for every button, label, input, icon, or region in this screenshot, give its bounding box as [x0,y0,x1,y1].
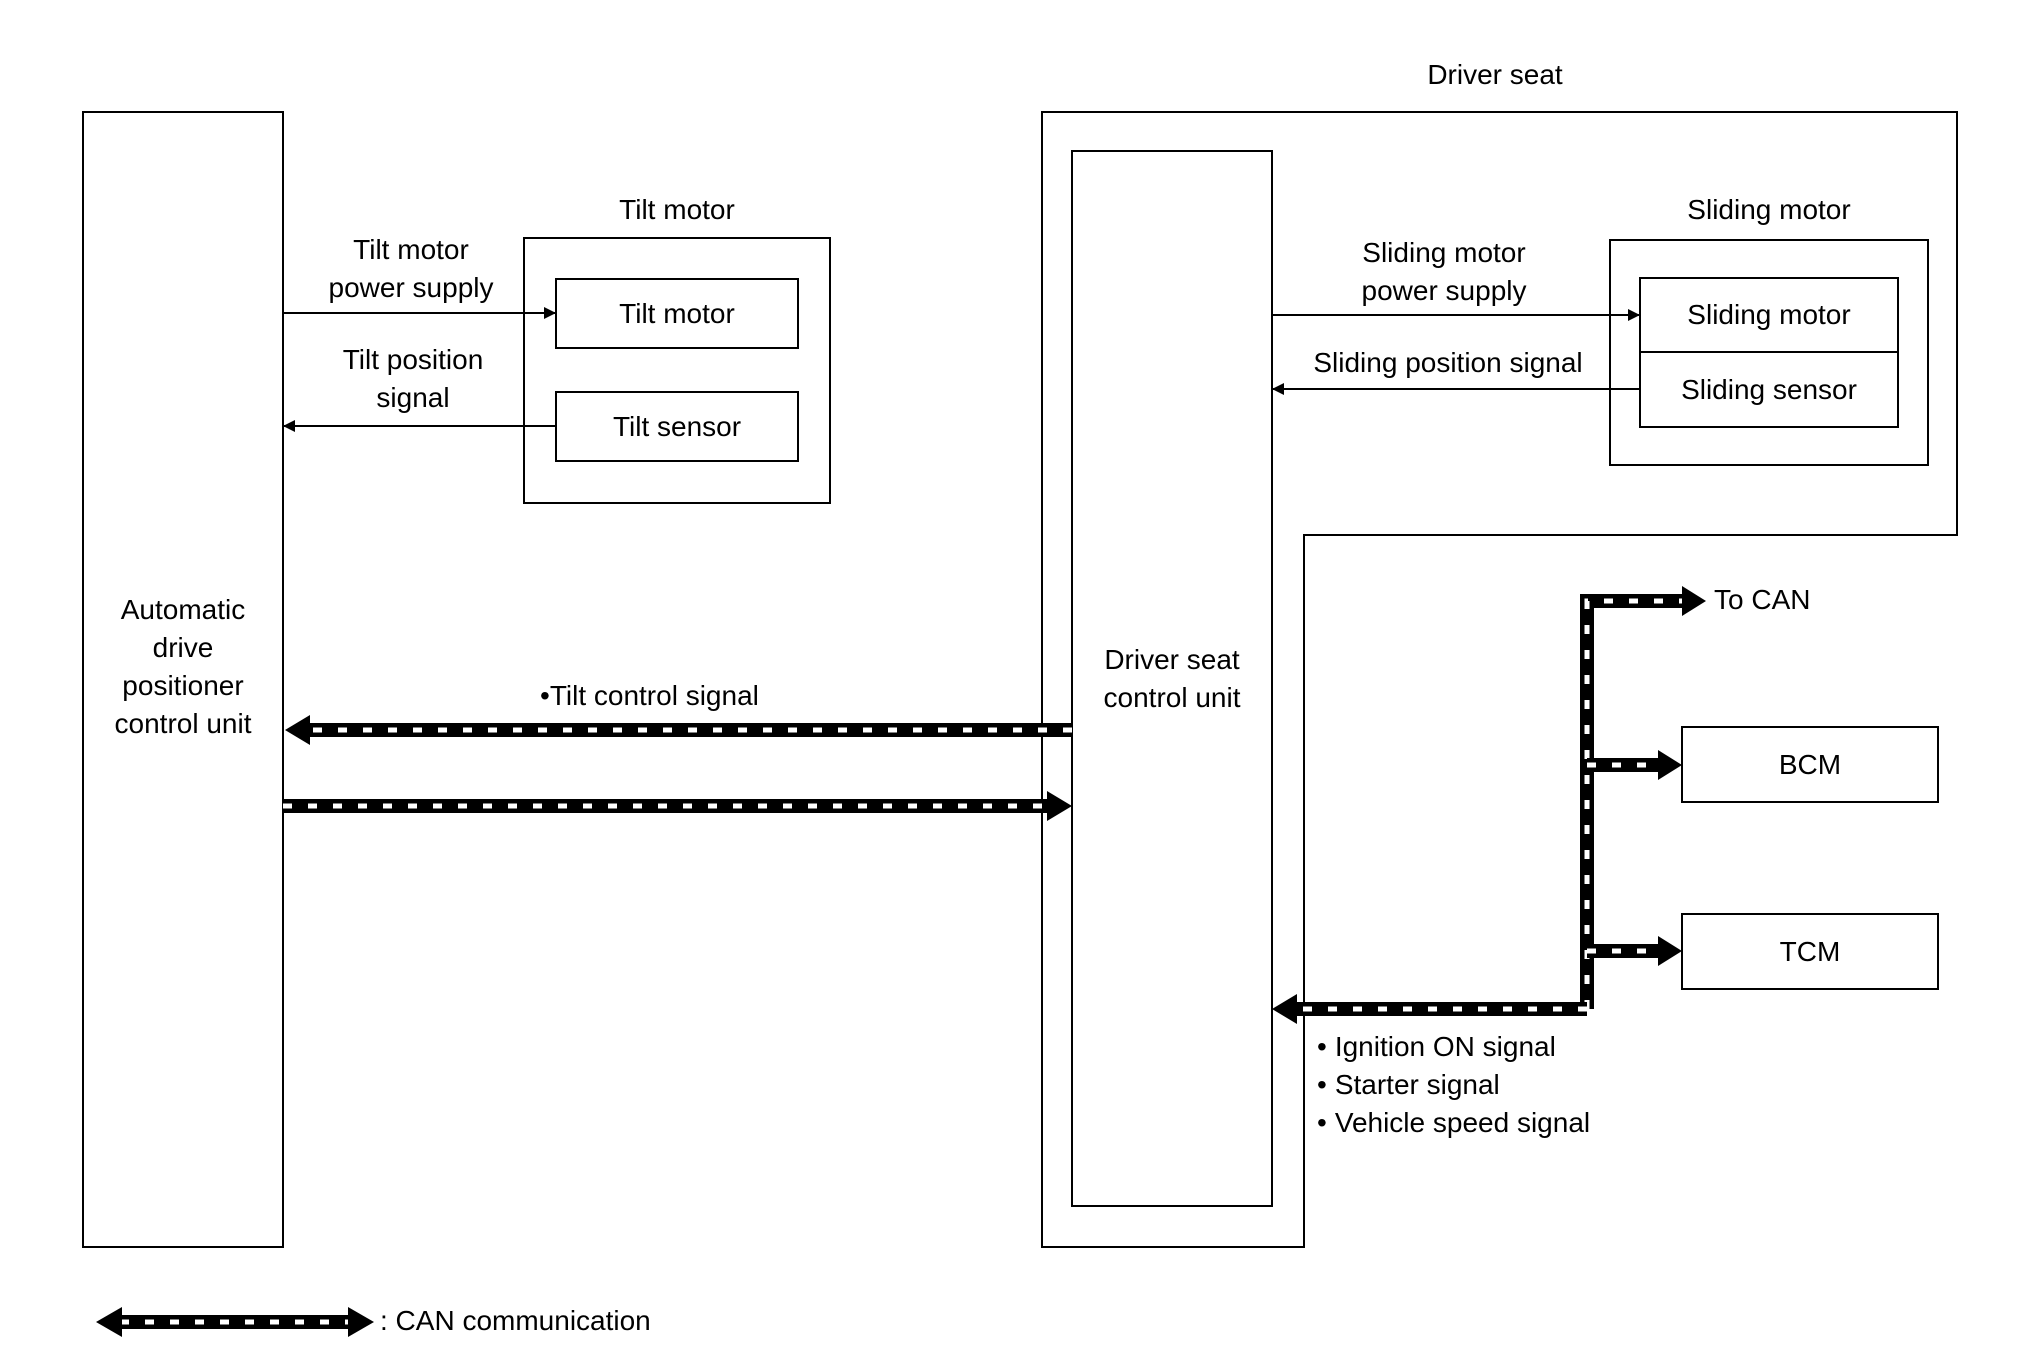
legend-can-symbol [96,1307,374,1337]
can-bcm-branch [1587,750,1682,780]
label-line: power supply [1361,275,1527,306]
sliding-sensor-box-label: Sliding sensor [1681,373,1857,405]
bullet-icon: • [540,680,550,711]
signal-list-item: Starter signal [1317,1066,1590,1104]
tilt-control-signal-text: Tilt control signal [549,680,759,711]
adp-unit-box [82,111,284,1248]
driver-seat-label: Driver seat [1427,59,1563,90]
adp-unit-label-line: positioner [122,670,244,701]
label-line: control unit [1103,682,1241,713]
seat-control-unit-box [1071,150,1273,1207]
signal-list-item: Vehicle speed signal [1317,1104,1590,1142]
adp-unit-label-line: control unit [114,708,252,739]
to-can-label: To CAN [1714,584,1811,615]
sliding-motor-box-label: Sliding motor [1687,299,1851,330]
label-line: Tilt position [342,344,484,375]
sliding-power-supply-label: Sliding motor power supply [1362,234,1527,310]
legend-can-label: : CAN communication [380,1305,651,1336]
label-line: Tilt motor [353,234,469,265]
can-tcm-branch [1587,936,1682,966]
label-line: signal [376,382,450,413]
tilt-control-signal-label: •Tilt control signal [540,677,759,715]
bcm-box [1681,726,1939,803]
label-line: Driver seat [1104,644,1240,675]
can-tilt-control-line [285,715,1072,745]
can-bus-vertical [1580,586,1706,1009]
signal-list-item: Ignition ON signal [1317,1028,1590,1066]
sliding-motor-group-box [1609,239,1929,466]
can-return-line [283,791,1072,821]
tcm-box [1681,913,1939,990]
can-seat-input-line [1272,994,1587,1024]
bcm-label: BCM [1778,748,1842,780]
seat-control-unit-label: Driver seat control unit [1104,641,1241,717]
tcm-label: TCM [1779,935,1841,967]
tilt-motor-box-label: Tilt motor [619,297,735,329]
sliding-motor-group-title: Sliding motor [1687,194,1851,225]
sliding-position-signal-label: Sliding position signal [1313,347,1583,378]
adp-unit-label-line: Automatic [120,594,246,625]
tilt-motor-group-title: Tilt motor [619,194,735,225]
tilt-position-signal-label: Tilt position signal [343,341,484,417]
label-line: power supply [328,272,494,303]
tilt-power-supply-label: Tilt motor power supply [329,231,494,307]
seat-input-signal-list: Ignition ON signal Starter signal Vehicl… [1317,1028,1590,1142]
tilt-sensor-box-label: Tilt sensor [612,410,742,442]
adp-unit-label-line: drive [152,632,214,663]
adp-unit-label: Automatic drive positioner control unit [115,591,252,743]
tilt-motor-group-box [523,237,831,504]
label-line: Sliding motor [1362,237,1526,268]
driver-seat-outline [1041,111,1958,1248]
